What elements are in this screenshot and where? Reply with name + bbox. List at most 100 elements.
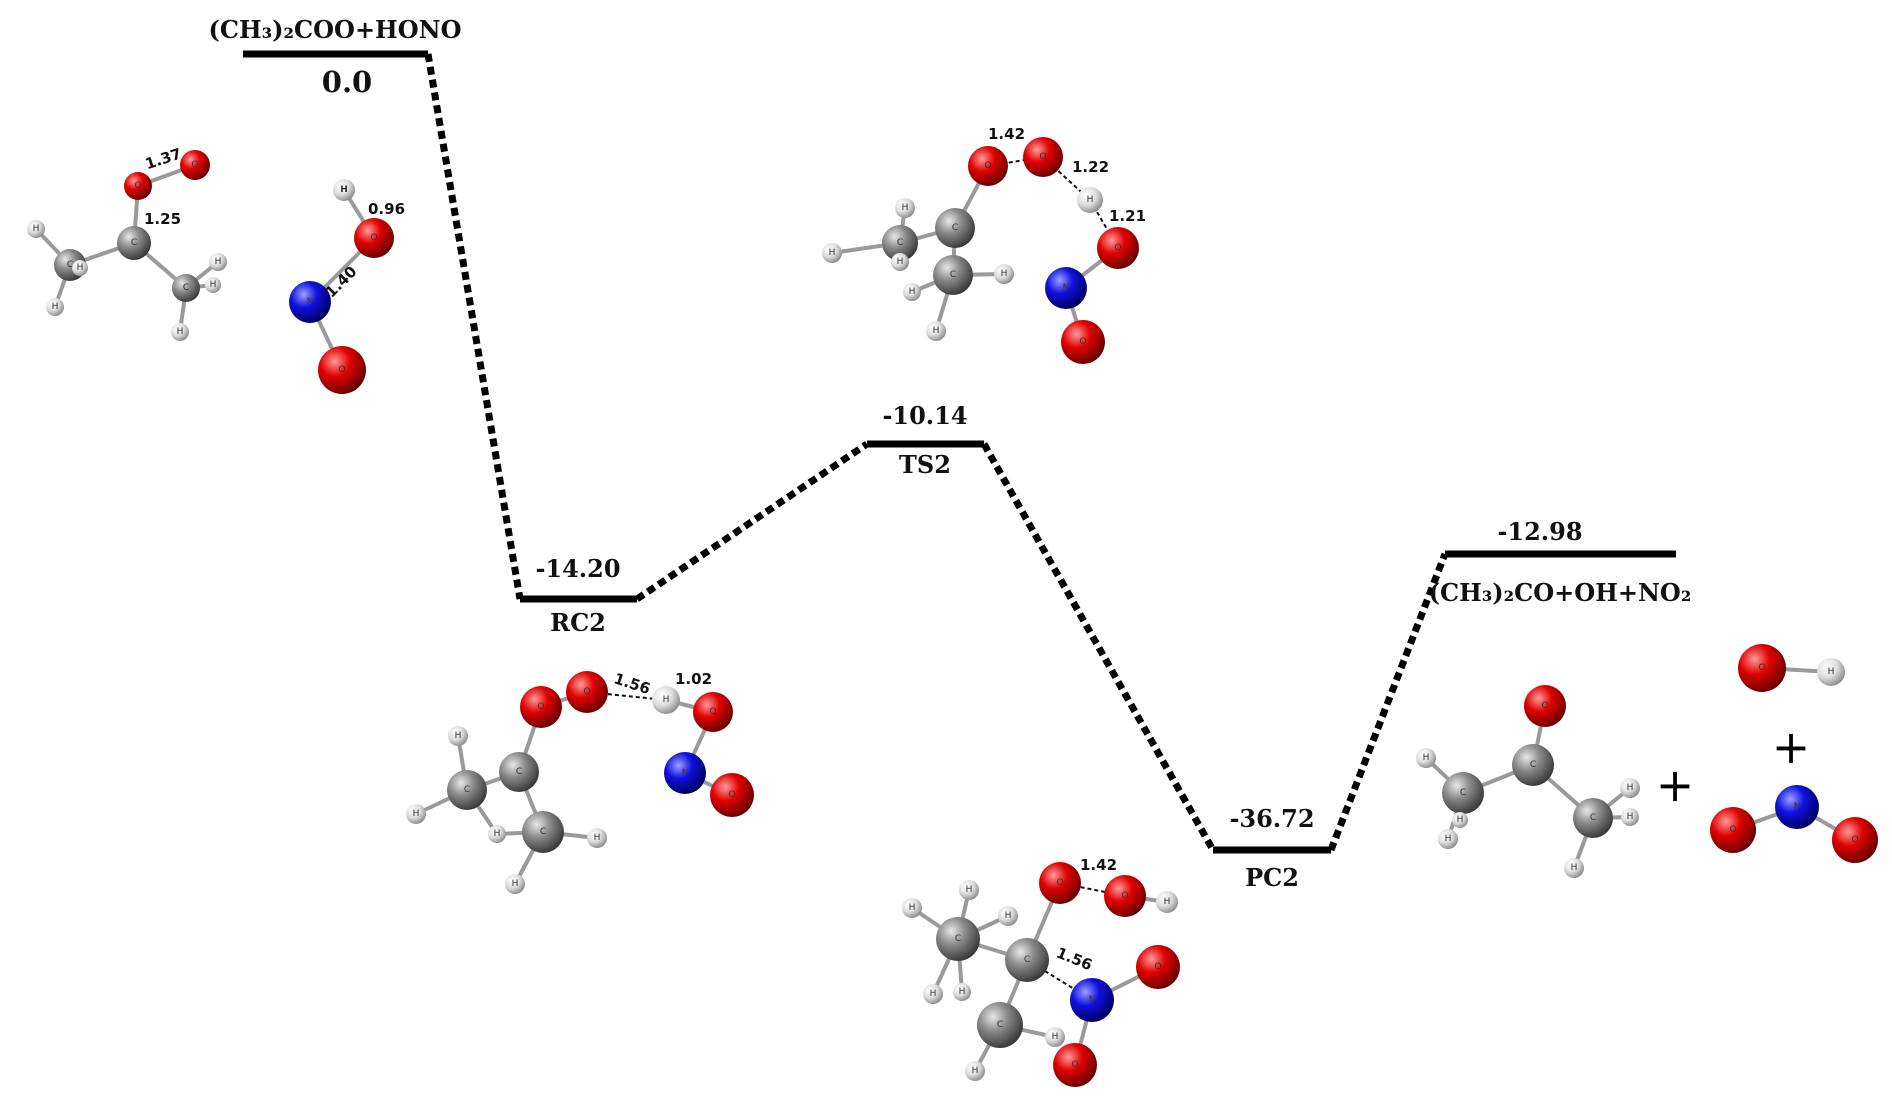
atom-element-letter: O (1154, 962, 1161, 972)
hydrogen-atom (1416, 748, 1436, 768)
oxygen-atom (354, 218, 394, 258)
atom-element-letter: H (1571, 863, 1578, 873)
nitrogen-atom (664, 752, 706, 794)
hydrogen-atom (448, 726, 468, 746)
hydrogen-atom (209, 253, 227, 271)
reaction-path-connectors (424, 53, 1449, 852)
carbon-atom (1512, 744, 1554, 786)
hydrogen-atom (205, 277, 221, 293)
ts2-energy-label: -10.14 (882, 401, 967, 430)
oxygen-atom (1023, 137, 1063, 177)
hydrogen-atom (652, 686, 680, 714)
hydrogen-atom (333, 179, 355, 201)
atom-element-letter: O (728, 790, 735, 800)
atom-element-letter: C (516, 767, 522, 777)
nitrogen-atom (289, 281, 331, 323)
atom-element-letter: H (972, 1066, 979, 1076)
nitrogen-atom (1775, 785, 1819, 829)
atom-element-letter: N (1063, 283, 1070, 293)
carbon-atom (1442, 772, 1484, 814)
bond-length-label: 1.21 (1109, 207, 1146, 225)
bond-length-label: 1.56 (612, 669, 653, 698)
atom-element-letter: C (1530, 760, 1536, 770)
oxygen-atom (566, 671, 608, 713)
hydrogen-atom (1156, 891, 1178, 913)
hydrogen-atom (895, 198, 915, 218)
atom-element-letter: O (370, 233, 377, 243)
atom-element-letter: H (1164, 897, 1171, 907)
carbon-atom (977, 1002, 1023, 1048)
atom-element-letter: H (340, 185, 348, 195)
bond-length-label: 1.22 (1072, 158, 1109, 176)
oxygen-atom (1061, 320, 1105, 364)
rc2-name-label: RC2 (550, 608, 606, 637)
rc2-energy-label: -14.20 (535, 554, 620, 583)
atom-element-letter: C (950, 270, 956, 280)
atom-element-letter: O (1079, 337, 1086, 347)
carbon-atom (936, 917, 980, 961)
atom-element-letter: C (952, 223, 958, 233)
atom-element-letter: O (1121, 891, 1128, 901)
atom-element-letter: O (134, 181, 141, 191)
reactants-energy-label: 0.0 (322, 65, 372, 99)
atom-element-letter: O (583, 687, 590, 697)
pc2-energy-label: -36.72 (1229, 804, 1314, 833)
atom-element-letter: N (1794, 802, 1801, 812)
atom-element-letter: H (512, 879, 519, 889)
hydrogen-atom (587, 828, 607, 848)
oxygen-atom (710, 773, 754, 817)
pc2-name-label: PC2 (1245, 863, 1299, 892)
atom-element-letter: H (413, 809, 420, 819)
atom-element-letter: H (909, 903, 916, 913)
hydrogen-atom (1045, 1027, 1065, 1047)
oxygen-atom (693, 692, 733, 732)
hydrogen-atom (953, 983, 971, 1001)
atom-element-letter: H (52, 302, 59, 312)
bond-length-label: 0.96 (368, 200, 405, 218)
atom-element-letter: O (1114, 243, 1121, 253)
products-energy-label: -12.98 (1497, 517, 1582, 546)
bond-length-label: 1.42 (988, 125, 1025, 143)
atom-element-letter: C (540, 827, 546, 837)
bond-length-label: 1.37 (143, 145, 184, 174)
atom-element-letter: C (464, 785, 470, 795)
atom-element-letter: H (1001, 269, 1008, 279)
atom-element-letter: C (955, 934, 961, 944)
products-name-label: (CH₃)₂CO+OH+NO₂ (1429, 578, 1692, 607)
atom-element-letter: H (1005, 911, 1012, 921)
atom-element-letter: H (966, 885, 973, 895)
atom-element-letter: O (1056, 878, 1063, 888)
reactants-name-label: (CH₃)₂COO+HONO (209, 15, 462, 44)
atom-element-letter: O (1851, 835, 1858, 845)
atom-element-letter: O (709, 707, 716, 717)
hydrogen-atom (46, 298, 64, 316)
atom-element-letter: H (1087, 195, 1094, 205)
hydrogen-atom (903, 283, 921, 301)
plus-sign: + (1772, 720, 1811, 774)
hydrogen-atom (998, 906, 1018, 926)
atom-element-letter: H (1052, 1032, 1059, 1042)
atom-element-letter: H (959, 987, 966, 997)
atom-element-letter: H (909, 287, 916, 297)
hydrogen-atom (994, 264, 1014, 284)
atom-element-letter: O (338, 365, 345, 375)
bond-length-label: 1.40 (322, 262, 361, 301)
atom-element-letter: H (177, 327, 184, 337)
atom-element-letter: H (1457, 815, 1464, 825)
carbon-atom (933, 255, 973, 295)
oxygen-atom (1053, 1043, 1097, 1087)
atom-element-letter: C (67, 260, 73, 270)
atom-element-letter: H (933, 326, 940, 336)
nitrogen-atom (1045, 267, 1087, 309)
carbon-atom (172, 274, 200, 302)
hydrogen-atom (27, 220, 45, 238)
atom-element-letter: H (210, 280, 217, 290)
atom-element-letter: H (1828, 667, 1835, 677)
oxygen-atom (1136, 945, 1180, 989)
oxygen-atom (1710, 807, 1756, 853)
atom-element-letter: O (191, 160, 198, 170)
